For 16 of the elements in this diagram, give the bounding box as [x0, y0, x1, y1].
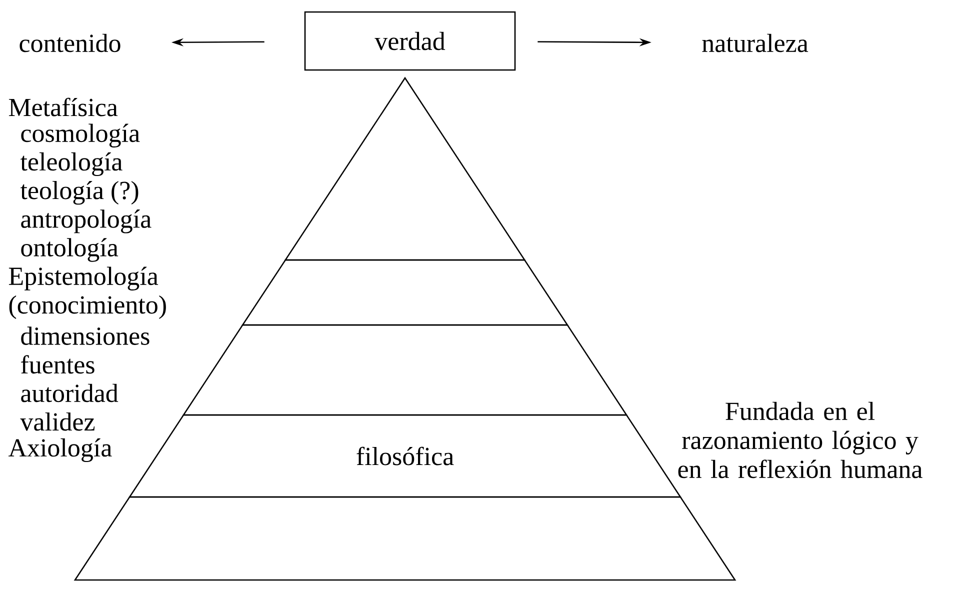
- list-item: ontología: [21, 238, 118, 262]
- list-item: fuentes: [21, 355, 94, 374]
- list-item: validez: [20, 412, 95, 431]
- list-item: teología (?): [20, 180, 138, 205]
- label-text: naturaleza: [702, 34, 808, 52]
- list-item: teleología: [20, 152, 122, 176]
- list-item: autoridad: [21, 384, 118, 402]
- label-text: contenido: [20, 34, 120, 52]
- list-item: Axiología: [8, 438, 112, 462]
- list-item: cosmología: [21, 124, 140, 148]
- list-item: Epistemología: [8, 266, 158, 290]
- list-item: dimensiones: [21, 326, 150, 345]
- list-item: Metafísica: [8, 98, 118, 116]
- list-item: (conocimiento): [9, 295, 166, 319]
- text-box: verdad: [304, 11, 516, 71]
- list-item: antropología: [21, 210, 152, 234]
